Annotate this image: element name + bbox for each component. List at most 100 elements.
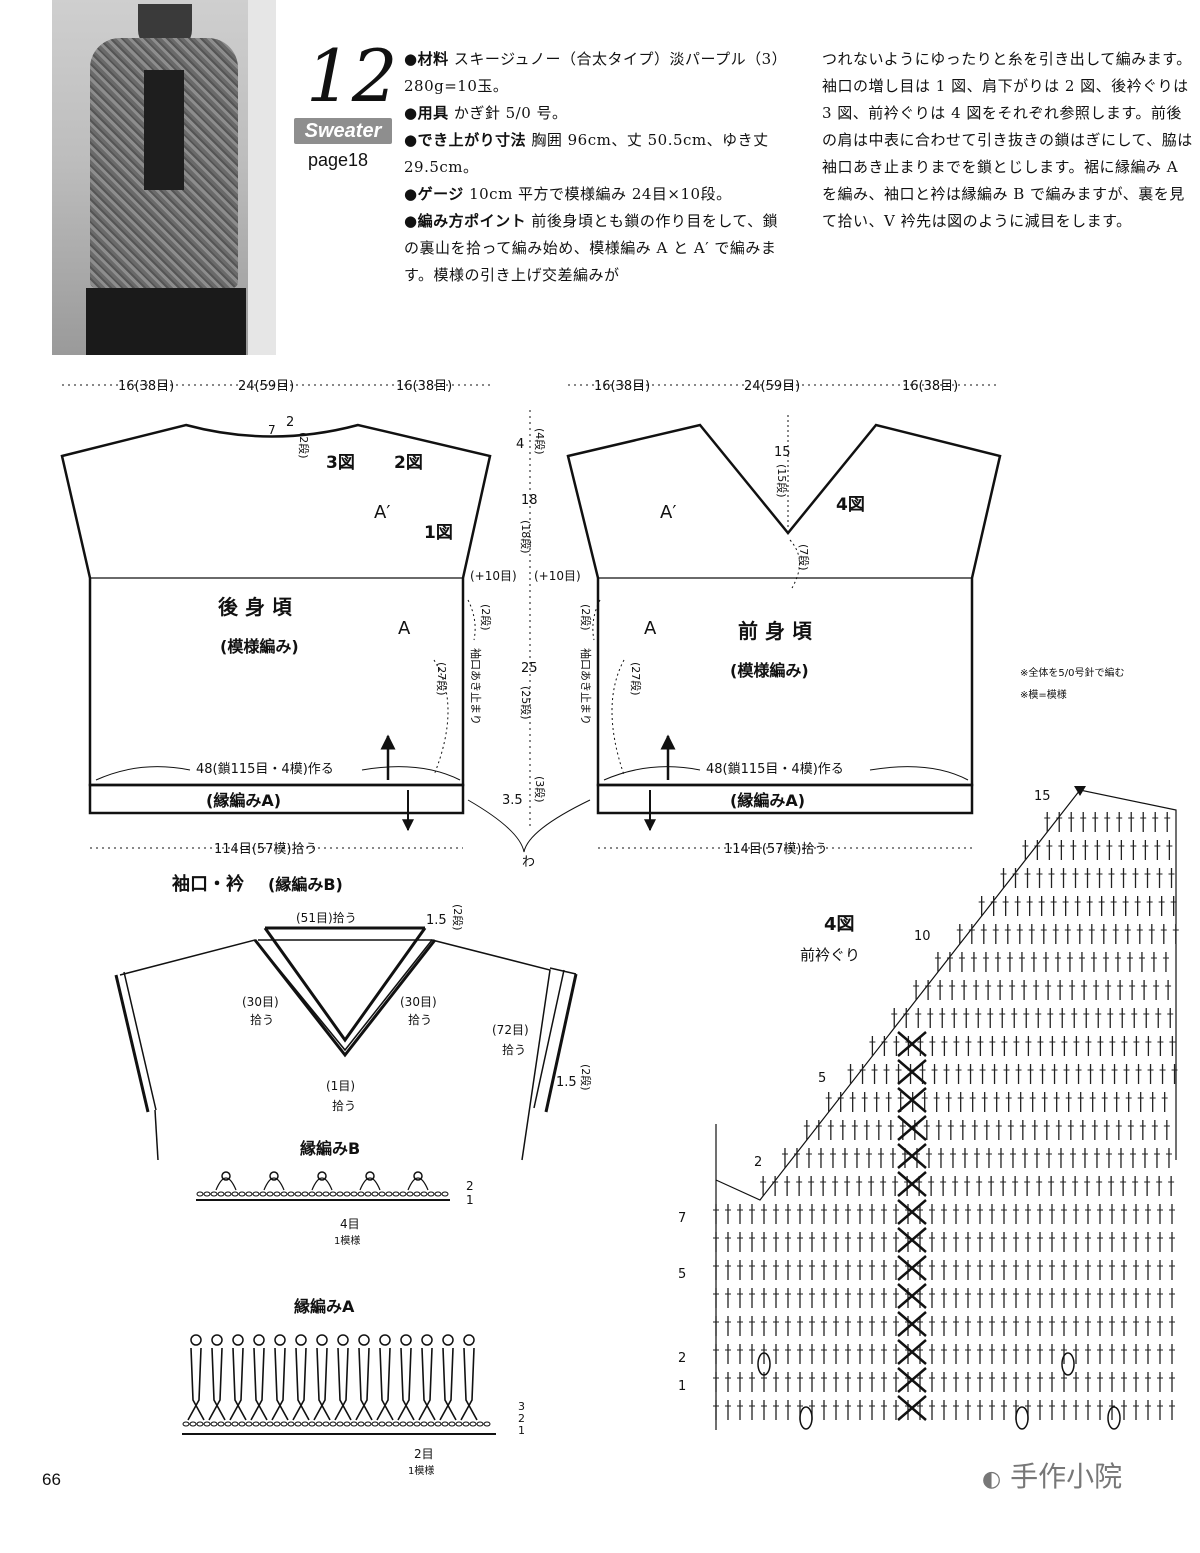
popcorn-stitch — [1107, 1406, 1121, 1430]
back-side-rows-b: (27段) — [435, 662, 449, 696]
category-badge: Sweater — [294, 118, 392, 144]
chain-stitch — [308, 1191, 316, 1197]
collar-right-v: (30目) — [400, 995, 437, 1009]
door-frame — [248, 0, 276, 355]
chart4-row10: 10 — [914, 929, 931, 944]
collar-title: 袖口・衿 — [172, 873, 244, 895]
sleeve-band-width: 1.5 — [556, 1075, 577, 1090]
cross-stitch — [897, 1367, 927, 1393]
chain-stitch — [182, 1421, 190, 1427]
chain-stitch — [322, 1421, 330, 1427]
chain-stitch — [427, 1421, 435, 1427]
edge-b-row2: 2 — [466, 1179, 474, 1193]
arch-stitch — [263, 1177, 285, 1191]
front-note-abbrev: ※模=模様 — [1020, 688, 1067, 701]
chain-stitch — [294, 1191, 302, 1197]
chain-stitch — [301, 1191, 309, 1197]
chain-stitch — [350, 1421, 358, 1427]
wechat-icon: ◐ — [982, 1467, 1002, 1492]
size-label: ●でき上がり寸法 — [404, 131, 527, 149]
chart4-grid — [713, 786, 1179, 1430]
chain-stitch — [308, 1421, 316, 1427]
chain-stitch — [245, 1191, 253, 1197]
picot-stitch — [413, 1171, 423, 1181]
front-subtitle: (模様編み) — [730, 661, 809, 680]
chart4-subtitle: 前衿ぐり — [800, 946, 860, 964]
chain-stitch — [399, 1191, 407, 1197]
arch-stitch — [359, 1177, 381, 1191]
chain-stitch — [434, 1191, 442, 1197]
picot-stitch — [358, 1334, 370, 1346]
chain-stitch — [203, 1421, 211, 1427]
chart4-row5-lower: 5 — [678, 1267, 686, 1282]
edge-b-row1: 1 — [466, 1193, 474, 1207]
chain-stitch — [371, 1421, 379, 1427]
picot-stitch — [337, 1334, 349, 1346]
chain-stitch — [392, 1191, 400, 1197]
chain-stitch — [392, 1421, 400, 1427]
sleeve-pickup-label: 拾う — [502, 1042, 526, 1057]
long-loop-stitch — [460, 1347, 478, 1421]
chain-stitch — [259, 1421, 267, 1427]
fig4-label: 4図 — [836, 495, 865, 515]
chain-stitch — [336, 1191, 344, 1197]
edge-a-stitches — [182, 1334, 491, 1427]
chart4-row1: 1 — [678, 1379, 686, 1394]
long-loop-stitch — [229, 1347, 247, 1421]
front-chain-start: 48(鎖115目・4模)作る — [706, 761, 844, 777]
collar-back-neck: (51目)拾う — [296, 910, 357, 925]
chain-stitch — [196, 1191, 204, 1197]
skirt-shape — [86, 288, 246, 355]
picot-stitch — [295, 1334, 307, 1346]
points-text: 前後身頃とも鎖の作り目をして、鎖の裏山を拾って編み始め、模様編み A と A′ … — [404, 212, 779, 284]
picot-stitch — [221, 1171, 231, 1181]
front-upper-pattern: A′ — [660, 502, 676, 523]
cross-stitch — [897, 1059, 927, 1085]
long-loop-stitch — [376, 1347, 394, 1421]
chain-stitch — [210, 1421, 218, 1427]
chart4-outline — [715, 789, 1177, 1430]
front-top-right-dim: 16(38目) — [902, 379, 958, 394]
long-loop-stitch — [313, 1347, 331, 1421]
edge-b-stitches — [196, 1171, 449, 1197]
chain-stitch — [343, 1421, 351, 1427]
chain-stitch — [245, 1421, 253, 1427]
edge-a-row1: 1 — [518, 1424, 525, 1437]
picot-stitch — [274, 1334, 286, 1346]
front-note-needle: ※全体を5/0号針で編む — [1020, 666, 1124, 679]
picot-stitch — [190, 1334, 202, 1346]
cross-stitch — [897, 1031, 927, 1057]
chain-stitch — [287, 1421, 295, 1427]
chain-stitch — [399, 1421, 407, 1427]
chain-stitch — [483, 1421, 491, 1427]
chain-stitch — [287, 1191, 295, 1197]
back-piece: 16(38目) 24(59目) 16(38目) 2 (2段) 7 3図 2図 1… — [60, 379, 517, 857]
long-loop-stitch — [208, 1347, 226, 1421]
loop-label: わ — [522, 855, 535, 870]
picot-stitch — [316, 1334, 328, 1346]
collar-band-rows: (2段) — [451, 904, 465, 931]
dim-body: 25 — [521, 661, 538, 676]
chain-stitch — [315, 1421, 323, 1427]
fig1-label: 1図 — [424, 523, 453, 543]
collar-diagram: 袖口・衿 (縁編みB) (51目)拾う 1.5 (2段) (30目) 拾う (3… — [114, 873, 593, 1161]
chain-stitch — [441, 1421, 449, 1427]
long-loop-stitch — [397, 1347, 415, 1421]
page-number: 66 — [42, 1470, 61, 1489]
collar-v-point-pickup: 拾う — [332, 1098, 356, 1113]
front-side-rows-b: (27段) — [629, 662, 643, 696]
picot-stitch — [421, 1334, 433, 1346]
dim-armhole: 18 — [521, 493, 538, 508]
chain-stitch — [252, 1421, 260, 1427]
chain-stitch — [378, 1191, 386, 1197]
materials-label: ●材料 — [404, 50, 449, 68]
gauge-label: ●ゲージ — [404, 185, 464, 203]
chain-stitch — [413, 1191, 421, 1197]
front-title: 前 身 頃 — [738, 619, 813, 643]
cross-stitch — [897, 1143, 927, 1169]
chain-stitch — [371, 1191, 379, 1197]
tools-text: かぎ針 5/0 号。 — [453, 104, 568, 122]
cross-stitch — [897, 1171, 927, 1197]
chain-stitch — [385, 1191, 393, 1197]
